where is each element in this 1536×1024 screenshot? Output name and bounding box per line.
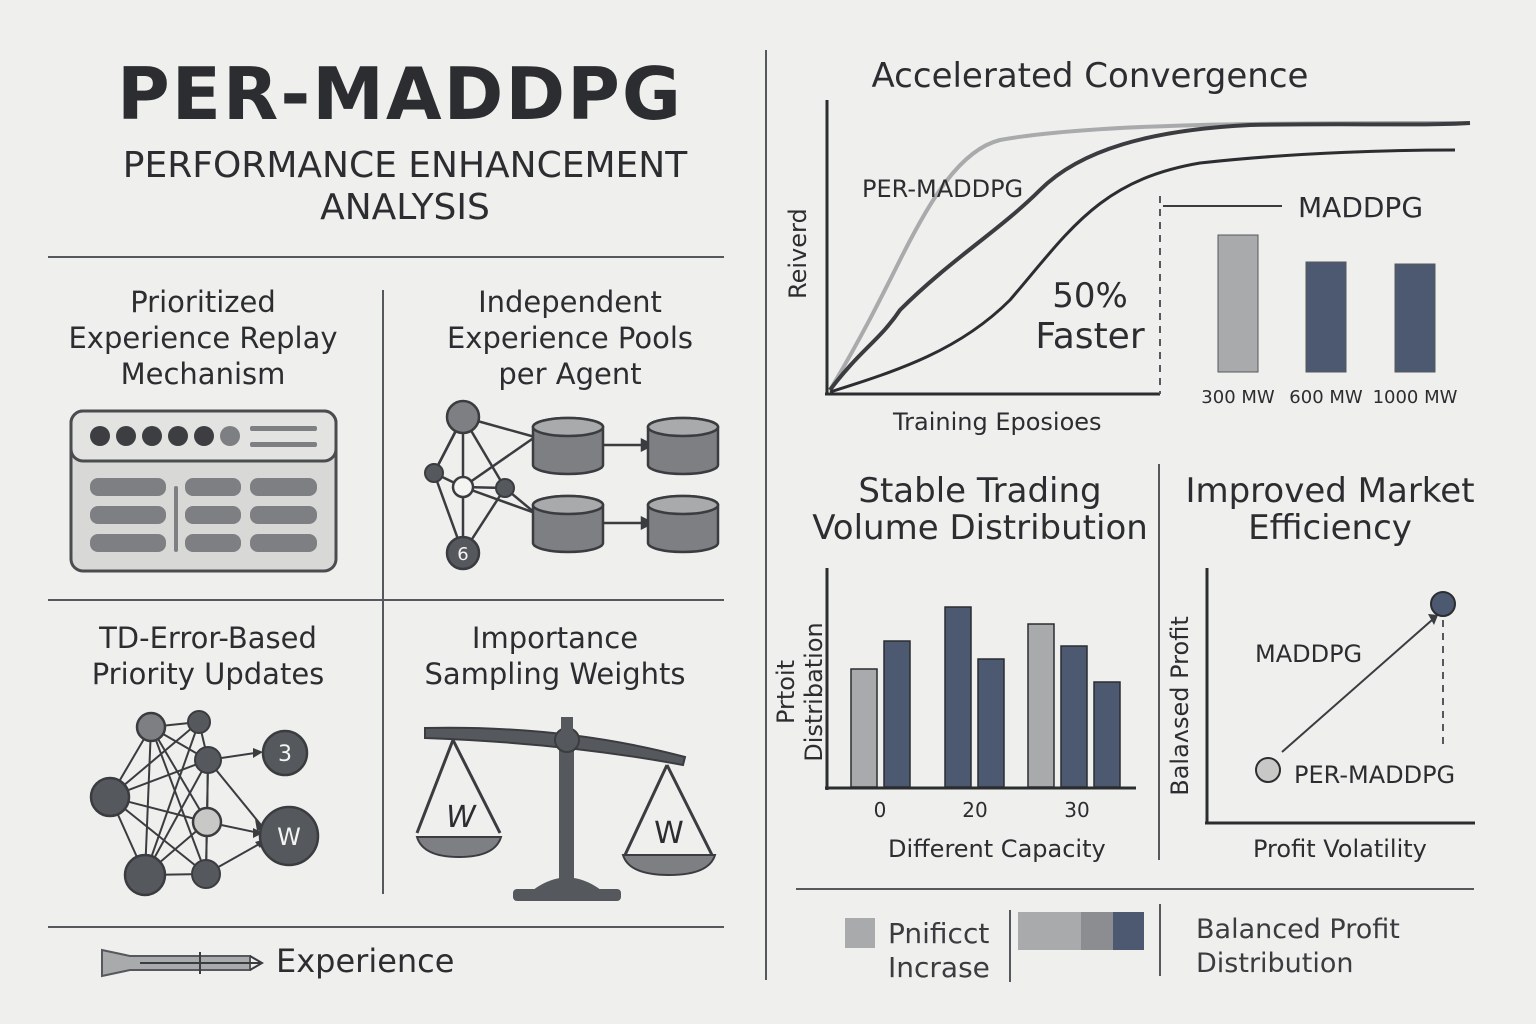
divider xyxy=(765,50,767,980)
callout-value: 50% xyxy=(1052,276,1128,316)
series-line-maddpg xyxy=(829,148,1456,394)
capacity-tick-label: 1000 MW xyxy=(1373,387,1458,408)
node-label: 3 xyxy=(278,742,292,767)
divider xyxy=(382,290,384,894)
point-per-maddpg xyxy=(1255,757,1281,783)
trading-bar xyxy=(944,606,972,788)
experience-arrow-icon xyxy=(101,948,264,978)
trading-bar xyxy=(1060,645,1088,788)
capacity-bar xyxy=(1394,263,1436,373)
trading-bar xyxy=(1027,623,1055,788)
efficiency-xlabel: Profit Volatility xyxy=(1253,835,1427,863)
efficiency-ylabel: Balaʌsed Profit xyxy=(1166,616,1194,796)
divider xyxy=(796,888,1474,890)
tick-label: 0 xyxy=(873,798,887,822)
capacity-tick-label: 300 MW xyxy=(1201,387,1275,408)
node-label: W xyxy=(277,823,301,851)
callout-label: Faster xyxy=(1035,316,1144,357)
trading-xlabel: Different Capacity xyxy=(888,835,1106,863)
capacity-bar xyxy=(1217,234,1259,373)
weight-label: W xyxy=(654,816,684,851)
trading-bar xyxy=(1093,681,1121,788)
balance-scale-icon: W W xyxy=(415,717,717,901)
divider xyxy=(48,599,724,601)
agent-pools-icon: 6 xyxy=(424,399,720,571)
tick-label: 30 xyxy=(1064,798,1090,822)
divider xyxy=(1159,904,1161,976)
capacity-tick-label: 600 MW xyxy=(1289,387,1363,408)
series-line-per-maddpg xyxy=(828,121,1471,392)
trend-arrow xyxy=(1281,619,1433,753)
point-label-maddpg: MADDPG xyxy=(1255,640,1362,668)
trading-chart-title: Stable Trading Volume Distribution xyxy=(812,471,1148,548)
point-maddpg xyxy=(1430,591,1456,617)
trend-arrowhead xyxy=(1428,614,1438,625)
weight-label: W xyxy=(446,800,477,835)
series-label-maddpg: MADDPG xyxy=(1298,191,1423,224)
priority-network-icon: 3 W xyxy=(89,710,320,897)
legend-swatch-gradient xyxy=(1018,912,1144,950)
convergence-xlabel: Training Eposioes xyxy=(893,408,1102,436)
trading-bar xyxy=(850,668,878,788)
page-subtitle: PERFORMANCE ENHANCEMENT ANALYSIS xyxy=(40,145,770,229)
capacity-bar xyxy=(1305,261,1347,373)
capacity-bars: 300 MW 600 MW 1000 MW xyxy=(1201,234,1458,408)
tick-label: 20 xyxy=(962,798,988,822)
divider xyxy=(1158,464,1160,860)
divider xyxy=(48,926,724,928)
efficiency-chart-title: Improved Market Efficiency xyxy=(1185,471,1475,548)
page-title: PER-MADDPG xyxy=(116,52,684,136)
divider xyxy=(1009,910,1011,982)
trading-bar xyxy=(883,640,911,788)
node-label: 6 xyxy=(457,544,468,565)
series-label-per-maddpg: PER-MADDPG xyxy=(862,175,1023,203)
point-label-per-maddpg: PER-MADDPG xyxy=(1294,761,1455,789)
subtitle-line-2: ANALYSIS xyxy=(320,187,490,228)
trading-bar xyxy=(977,658,1005,788)
convergence-title: Accelerated Convergence xyxy=(871,56,1309,96)
divider xyxy=(48,256,724,258)
replay-buffer-icon xyxy=(69,409,338,573)
experience-label: Experience xyxy=(276,942,455,980)
subtitle-line-1: PERFORMANCE ENHANCEMENT xyxy=(122,145,688,186)
legend-swatch-light xyxy=(845,918,875,948)
